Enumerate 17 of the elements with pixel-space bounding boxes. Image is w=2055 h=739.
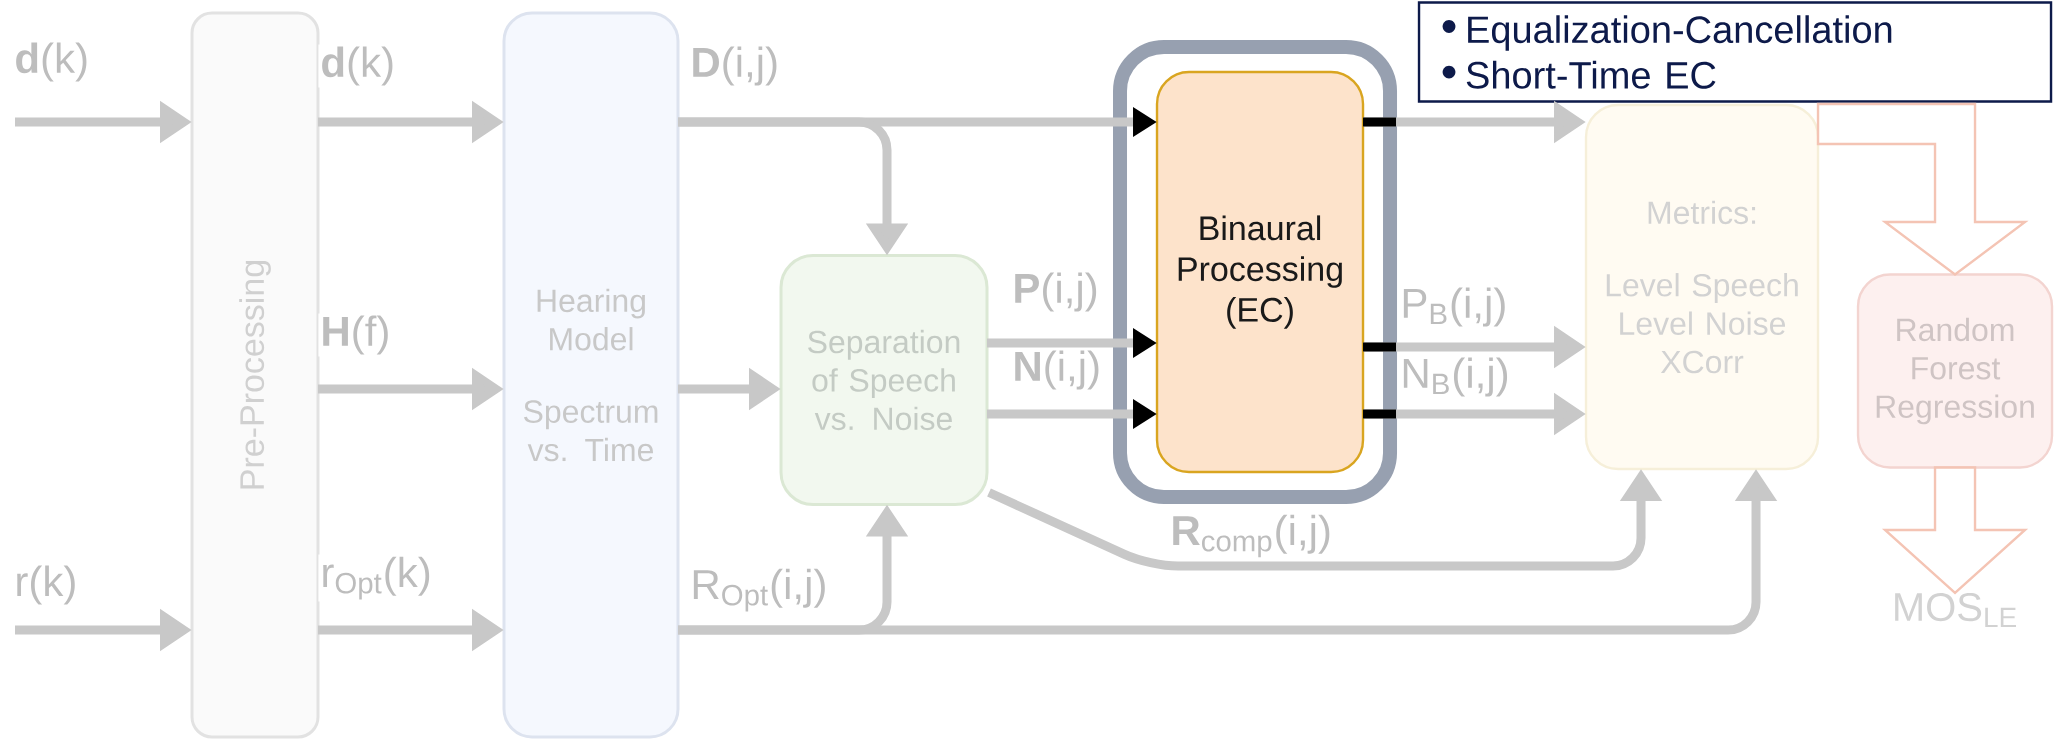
edge-label: N(i,j): [1010, 348, 1104, 392]
edge-label: N$_{B}$(i,j): [1398, 355, 1512, 399]
edge-label: r(k): [12, 563, 80, 607]
callout-box: Equalization-Cancellation Short-Time EC: [1417, 1, 2053, 103]
edge-label: d(k): [12, 40, 92, 84]
edge-label: H(f): [318, 313, 393, 357]
block-arrow: [1816, 102, 2029, 276]
highlight-frame: [1113, 40, 1397, 504]
edge-label: D(i,j): [688, 44, 782, 88]
process-box: Binaural Processing (EC): [1155, 70, 1365, 474]
edge-label: R$_{Opt}$(i,j): [688, 566, 830, 614]
edge-label: r$_{Opt}$(k): [318, 554, 434, 602]
edge-label: R$_{comp}$(i,j): [1168, 512, 1334, 560]
block-arrow: [1881, 466, 2029, 595]
edge-label: d(k): [318, 44, 398, 88]
edge-label: P(i,j): [1010, 270, 1101, 314]
edge-label: P$_{B}$(i,j): [1398, 285, 1510, 329]
